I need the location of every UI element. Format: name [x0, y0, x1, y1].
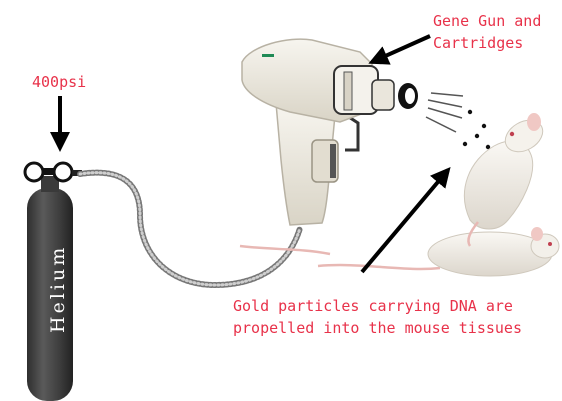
- regulator-body: [42, 168, 55, 175]
- mouse-ear: [531, 227, 543, 241]
- mouse-ear: [527, 113, 541, 131]
- nozzle-opening: [405, 88, 415, 104]
- mouse-eye: [510, 132, 514, 136]
- gene-gun-label-line1: Gene Gun and: [433, 11, 541, 32]
- dna-caption-line2: propelled into the mouse tissues: [233, 318, 522, 339]
- gun-barrel: [372, 80, 394, 110]
- tank-label: Helium: [46, 273, 70, 333]
- pressure-gauge-right: [54, 163, 72, 181]
- gene-gun: [242, 39, 418, 225]
- gold-particle: [463, 142, 467, 146]
- gold-particle: [475, 134, 479, 138]
- gun-logo-mark: [262, 54, 274, 57]
- helium-hose: [80, 173, 300, 285]
- dna-caption-line1: Gold particles carrying DNA are: [233, 296, 513, 317]
- particle-spray: [426, 93, 490, 149]
- mouse-eye: [548, 242, 552, 246]
- pressure-gauge-left: [25, 163, 43, 181]
- mouse-tail: [318, 265, 440, 269]
- mouse-body-upper: [464, 141, 532, 229]
- gold-particle: [468, 110, 472, 114]
- gun-arrow: [372, 36, 430, 62]
- trigger-slot: [330, 144, 336, 178]
- gene-gun-label-line2: Cartridges: [433, 33, 523, 54]
- gold-particle: [482, 124, 486, 128]
- pressure-label: 400psi: [32, 72, 86, 93]
- cartridge-ring: [344, 72, 352, 110]
